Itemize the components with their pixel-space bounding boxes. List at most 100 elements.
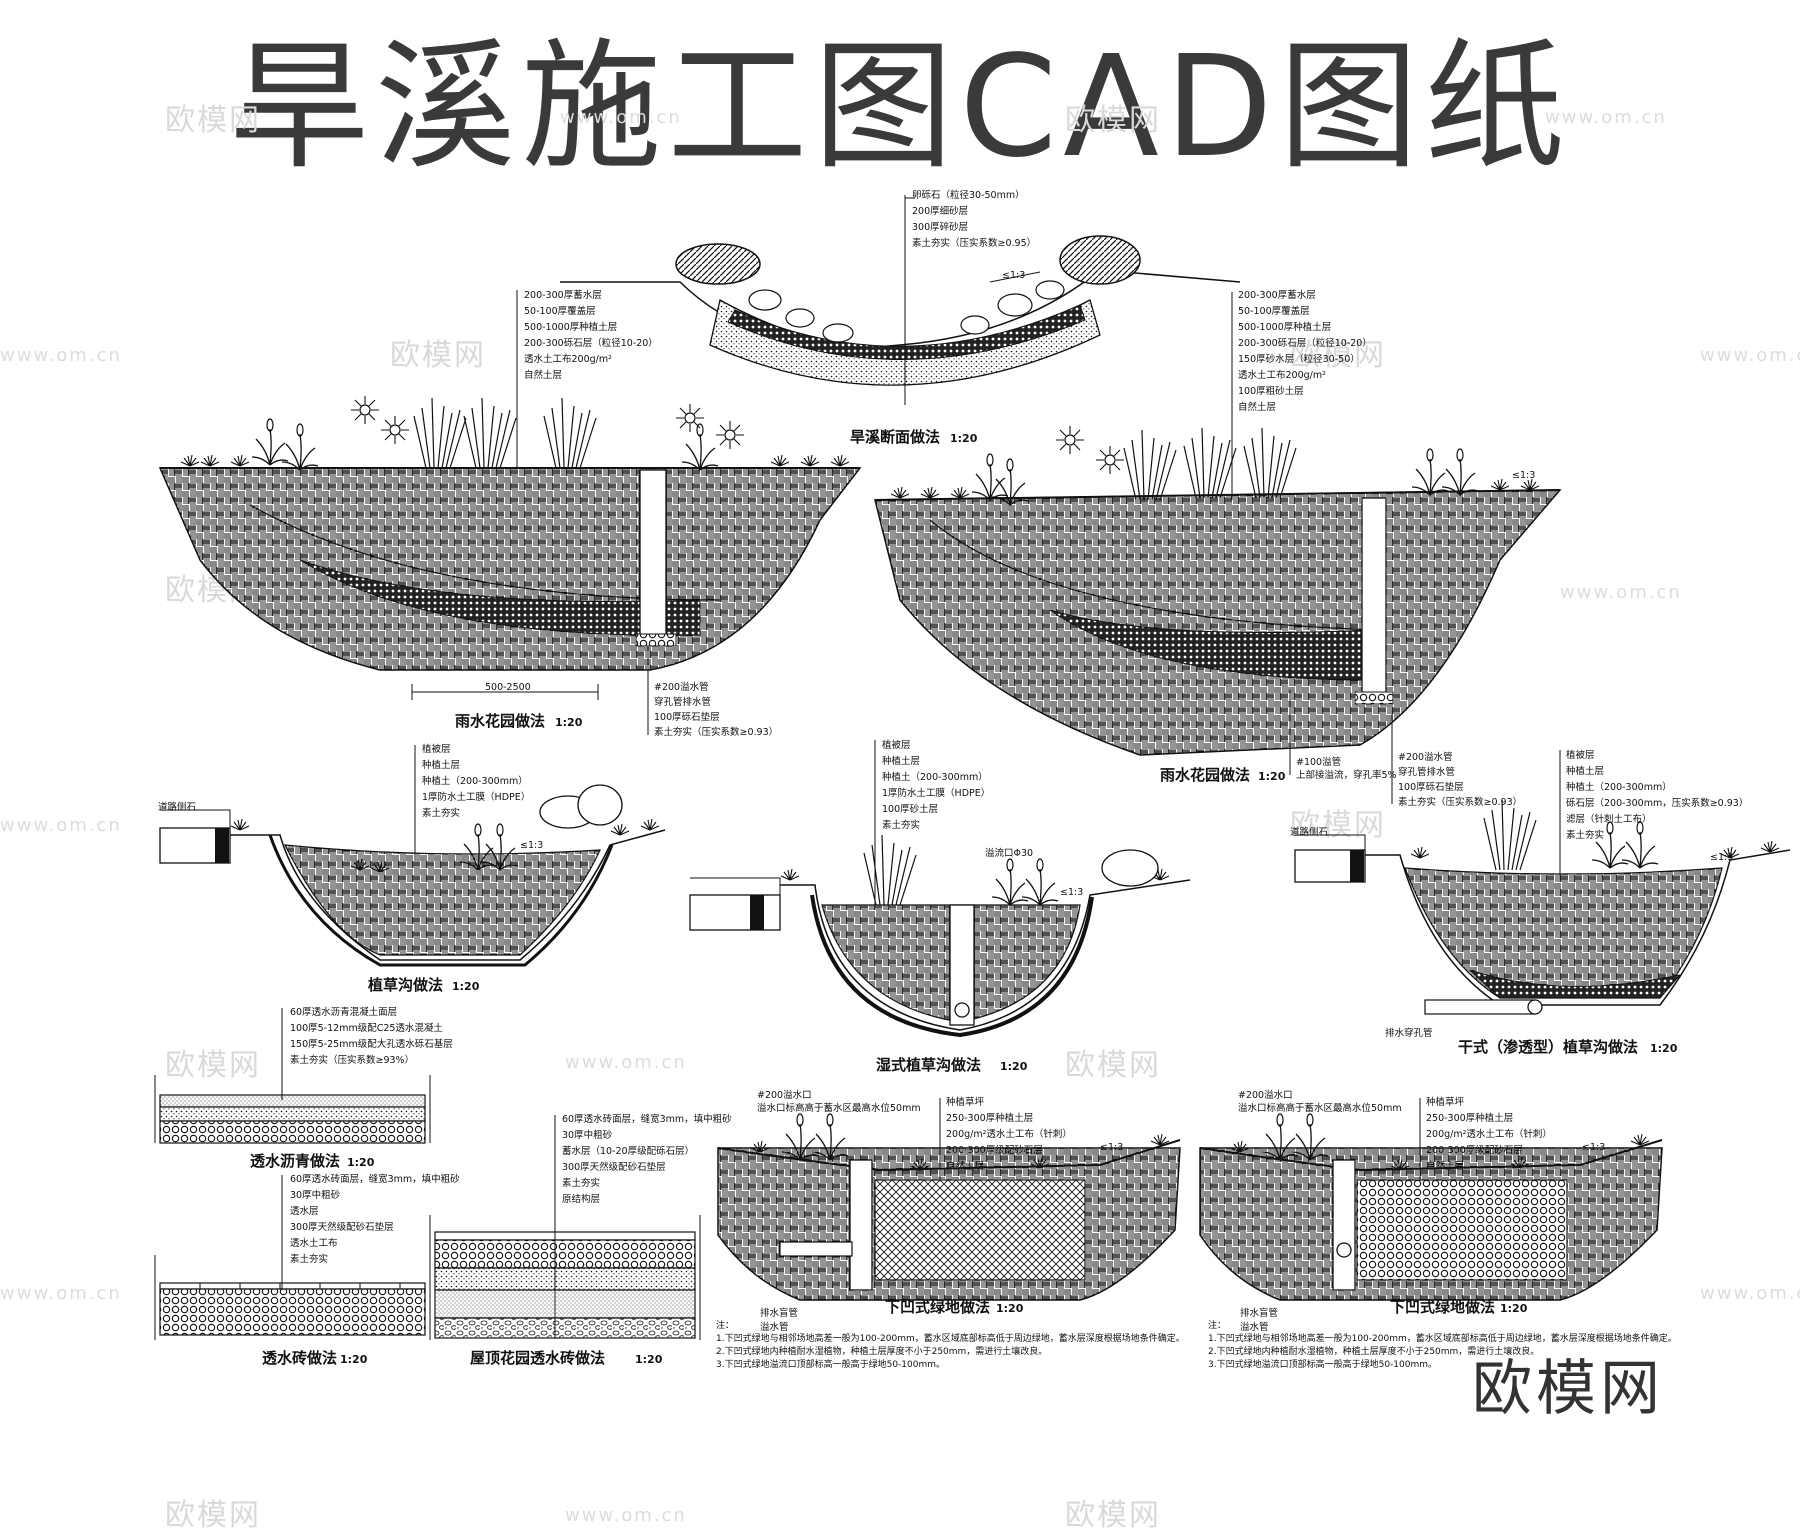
annotation-label: 60厚透水沥青混凝土面层 (290, 1006, 397, 1018)
slope-label: ≤1:3 (1100, 1142, 1123, 1153)
watermark-logo: 欧模网 (165, 1498, 261, 1533)
annotation-label: 素土夯实 (882, 819, 920, 831)
annotation-label: 穿孔管排水管 (654, 696, 711, 708)
watermark-url: www.om.cn (565, 1505, 687, 1526)
note-line: 注： (716, 1319, 734, 1331)
annotation-label: #200溢水管 (654, 681, 709, 693)
pipe-label: 排水穿孔管 (1385, 1027, 1433, 1039)
annotation-label: 溢水口标高高于蓄水区最高水位50mm (1238, 1102, 1402, 1114)
dry-swale-annotations: 植被层 种植土层 种植土（200-300mm） 砾石层（200-300mm，压实… (1566, 749, 1748, 841)
permeable-asphalt-section: 60厚透水沥青混凝土面层 100厚5-12mm级配C25透水混凝土 150厚5-… (154, 1006, 453, 1170)
watermark-logo: 欧模网 (1065, 103, 1161, 138)
annotation-label: #200溢水管 (1398, 751, 1453, 763)
annotation-label: 200g/m²透水土工布（针刺） (946, 1128, 1072, 1140)
annotation-label: 种植草坪 (946, 1096, 985, 1108)
annotation-label: 素土夯实 (562, 1177, 600, 1189)
caption-grass-swale: 植草沟做法 (368, 976, 443, 994)
annotation-label: 溢水管 (1240, 1321, 1269, 1333)
roof-brick-annotations: 60厚透水砖面层，缝宽3mm，填中粗砂 30厚中粗砂 蓄水层（10-20厚级配砾… (562, 1113, 732, 1205)
annotation-label: 种植土（200-300mm） (422, 775, 528, 787)
annotation-label: 透水层 (290, 1205, 319, 1217)
caption-scale: 1:20 (452, 980, 480, 993)
caption-scale: 1:20 (950, 432, 978, 445)
annotation-label: 植被层 (1566, 749, 1595, 761)
caption-scale: 1:20 (555, 716, 583, 729)
caption-dry-swale: 干式（渗透型）植草沟做法 (1458, 1038, 1638, 1056)
annotation-label: 种植土层 (422, 759, 460, 771)
annotation-label: 素土夯实（压实系数≥0.95） (912, 237, 1036, 249)
annotation-label: 种植土（200-300mm） (1566, 781, 1672, 793)
rain-garden-1-annotations-top: 200-300厚蓄水层 50-100厚覆盖层 500-1000厚种植土层 200… (524, 289, 658, 381)
caption-rain-garden-1: 雨水花园做法 (455, 712, 545, 730)
annotation-label: 透水土工布200g/m² (524, 353, 612, 365)
annotation-label: 100厚砂土层 (882, 803, 938, 815)
annotation-label: 200-300砾石层（粒径10-20） (1238, 337, 1372, 349)
grass-swale-section: 道路侧石 ≤1:3 植被层 种植土层 种植土（200-300mm） 1厚防水土工… (158, 743, 666, 994)
slope-label: ≤1:3 (1060, 887, 1083, 898)
caption-scale: 1:20 (1000, 1060, 1028, 1073)
annotation-label: 200-300厚级配砂石层 (946, 1144, 1043, 1156)
slope-label: ≤1:3 (1710, 852, 1733, 863)
annotation-label: 200-300砾石层（粒径10-20） (524, 337, 658, 349)
dry-creek-annotations: 卵砾石（粒径30-50mm） 200厚细砂层 300厚碎砂层 素土夯实（压实系数… (912, 189, 1036, 249)
annotation-label: 自然土层 (946, 1160, 984, 1172)
caption-roof-brick: 屋顶花园透水砖做法 (470, 1349, 605, 1367)
annotation-label: 1厚防水土工膜（HDPE） (422, 791, 530, 803)
sunken-green-section-2: ≤1:3 #200溢水口 溢水口标高高于蓄水区最高水位50mm 种植草坪 250… (1199, 1089, 1677, 1370)
rain-garden-section-1: 200-300厚蓄水层 50-100厚覆盖层 500-1000厚种植土层 200… (158, 289, 862, 738)
annotation-label: 50-100厚覆盖层 (1238, 305, 1310, 317)
grass-swale-annotations: 植被层 种植土层 种植土（200-300mm） 1厚防水土工膜（HDPE） 素土… (422, 743, 530, 819)
annotation-label: 植被层 (882, 739, 911, 751)
annotation-label: 100厚砾石垫层 (654, 711, 720, 723)
watermark-logo: 欧模网 (390, 338, 486, 373)
caption-scale: 1:20 (996, 1302, 1024, 1315)
annotation-label: 卵砾石（粒径30-50mm） (912, 189, 1025, 201)
watermark-url: www.om.cn (1545, 107, 1667, 128)
wet-swale-annotations: 植被层 种植土层 种植土（200-300mm） 1厚防水土工膜（HDPE） 10… (882, 739, 990, 831)
annotation-label: 穿孔管排水管 (1398, 766, 1455, 778)
caption-scale: 1:20 (340, 1353, 368, 1366)
watermark-url: www.om.cn (1700, 345, 1800, 366)
brand-logo: 欧模网 (1472, 1354, 1664, 1424)
annotation-label: 100厚砾石垫层 (1398, 781, 1464, 793)
rain-garden-2-annotations-top: 200-300厚蓄水层 50-100厚覆盖层 500-1000厚种植土层 200… (1238, 289, 1372, 413)
sunken-1-notes: 注： 1.下凹式绿地与相邻场地高差一般为100-200mm，蓄水区域底部标高低于… (716, 1319, 1185, 1370)
dry-swale-section: ≤1:3 道路侧石 排水穿孔管 植被层 种植土层 种植土（200-300mm） … (1290, 749, 1791, 1056)
annotation-label: 素土夯实（压实系数≥0.93） (654, 726, 778, 738)
watermark-url: www.om.cn (1700, 1283, 1800, 1304)
caption-dry-creek: 旱溪断面做法 (850, 428, 940, 446)
caption-sunken-1: 下凹式绿地做法 (885, 1298, 990, 1316)
annotation-label: 砾石层（200-300mm，压实系数≥0.93） (1566, 797, 1748, 809)
annotation-label: 溢水管 (760, 1321, 789, 1333)
watermark-url: www.om.cn (560, 107, 682, 128)
annotation-label: 自然土层 (1426, 1160, 1464, 1172)
annotation-label: 50-100厚覆盖层 (524, 305, 596, 317)
annotation-label: 200-300厚蓄水层 (1238, 289, 1316, 301)
watermark-url: www.om.cn (1560, 582, 1682, 603)
note-line: 1.下凹式绿地与相邻场地高差一般为100-200mm，蓄水区域底部标高低于周边绿… (1208, 1332, 1677, 1344)
note-line: 注： (1208, 1319, 1226, 1331)
note-line: 3.下凹式绿地溢流口顶部标高一般高于绿地50-100mm。 (1208, 1358, 1437, 1370)
dimension-label: 500-2500 (485, 682, 531, 693)
annotation-label: 自然土层 (524, 369, 562, 381)
annotation-label: 素土夯实 (422, 807, 460, 819)
roof-brick-section: 60厚透水砖面层，缝宽3mm，填中粗砂 30厚中粗砂 蓄水层（10-20厚级配砾… (429, 1113, 732, 1367)
slope-label: ≤1:3 (520, 840, 543, 851)
sunken-2-notes: 注： 1.下凹式绿地与相邻场地高差一般为100-200mm，蓄水区域底部标高低于… (1208, 1319, 1677, 1370)
sunken-2-annotations: 种植草坪 250-300厚种植土层 200g/m²透水土工布（针刺） 200-3… (1426, 1096, 1552, 1172)
caption-rain-garden-2: 雨水花园做法 (1160, 766, 1250, 784)
annotation-label: 植被层 (422, 743, 451, 755)
annotation-label: 透水土工布 (290, 1237, 338, 1249)
annotation-label: 溢水口标高高于蓄水区最高水位50mm (757, 1102, 921, 1114)
note-line: 1.下凹式绿地与相邻场地高差一般为100-200mm，蓄水区域底部标高低于周边绿… (716, 1332, 1185, 1344)
annotation-label: 透水土工布200g/m² (1238, 369, 1326, 381)
annotation-label: 150厚5-25mm级配大孔透水砾石基层 (290, 1038, 453, 1050)
wet-swale-section: ≤1:3 溢流口Φ30 植被层 种植土层 种植土（200-300mm） 1厚防水… (689, 739, 1191, 1074)
annotation-label: 250-300厚种植土层 (946, 1112, 1033, 1124)
watermark-logo: 欧模网 (1290, 808, 1386, 843)
annotation-label: 种植土层 (882, 755, 920, 767)
side-label: 道路侧石 (1290, 826, 1328, 838)
annotation-label: 200-300厚蓄水层 (524, 289, 602, 301)
rain-garden-1-annotations-bottom: #200溢水管 穿孔管排水管 100厚砾石垫层 素土夯实（压实系数≥0.93） (654, 681, 778, 738)
